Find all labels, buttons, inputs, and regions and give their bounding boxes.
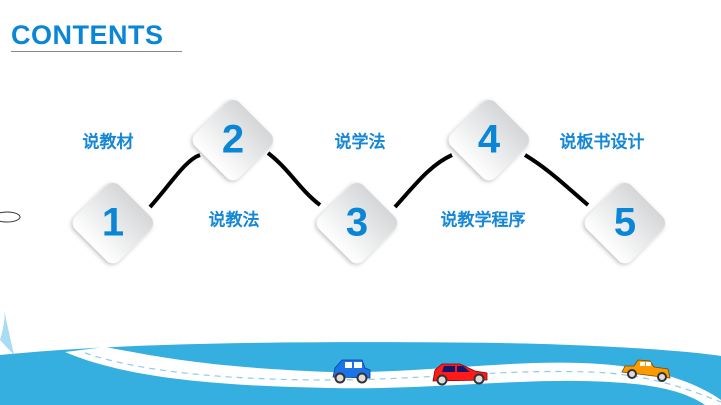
item-number-5: 5 (613, 200, 637, 245)
item-number-4: 4 (477, 117, 501, 162)
item-label-3[interactable]: 说学法 (334, 132, 386, 153)
connector-lines (148, 151, 590, 209)
title-underline (11, 51, 182, 52)
blue-car (332, 359, 371, 384)
item-number-1: 1 (101, 200, 125, 245)
orange-car (621, 359, 671, 382)
item-number-2: 2 (221, 117, 245, 162)
diamond-2 (192, 99, 274, 181)
diamond-5 (584, 182, 666, 264)
item-label-1[interactable]: 说教材 (82, 132, 134, 153)
item-number-3: 3 (345, 200, 369, 245)
item-label-2[interactable]: 说教法 (208, 210, 260, 231)
diamond-3 (316, 182, 398, 264)
red-car (432, 363, 488, 386)
diamond-4 (448, 99, 530, 181)
page-title: CONTENTS (11, 20, 164, 50)
side-decoration (0, 211, 21, 223)
item-label-5[interactable]: 说板书设计 (559, 132, 645, 153)
item-label-4[interactable]: 说教学程序 (440, 210, 526, 231)
diamond-1 (72, 182, 154, 264)
road-scene (0, 310, 721, 405)
